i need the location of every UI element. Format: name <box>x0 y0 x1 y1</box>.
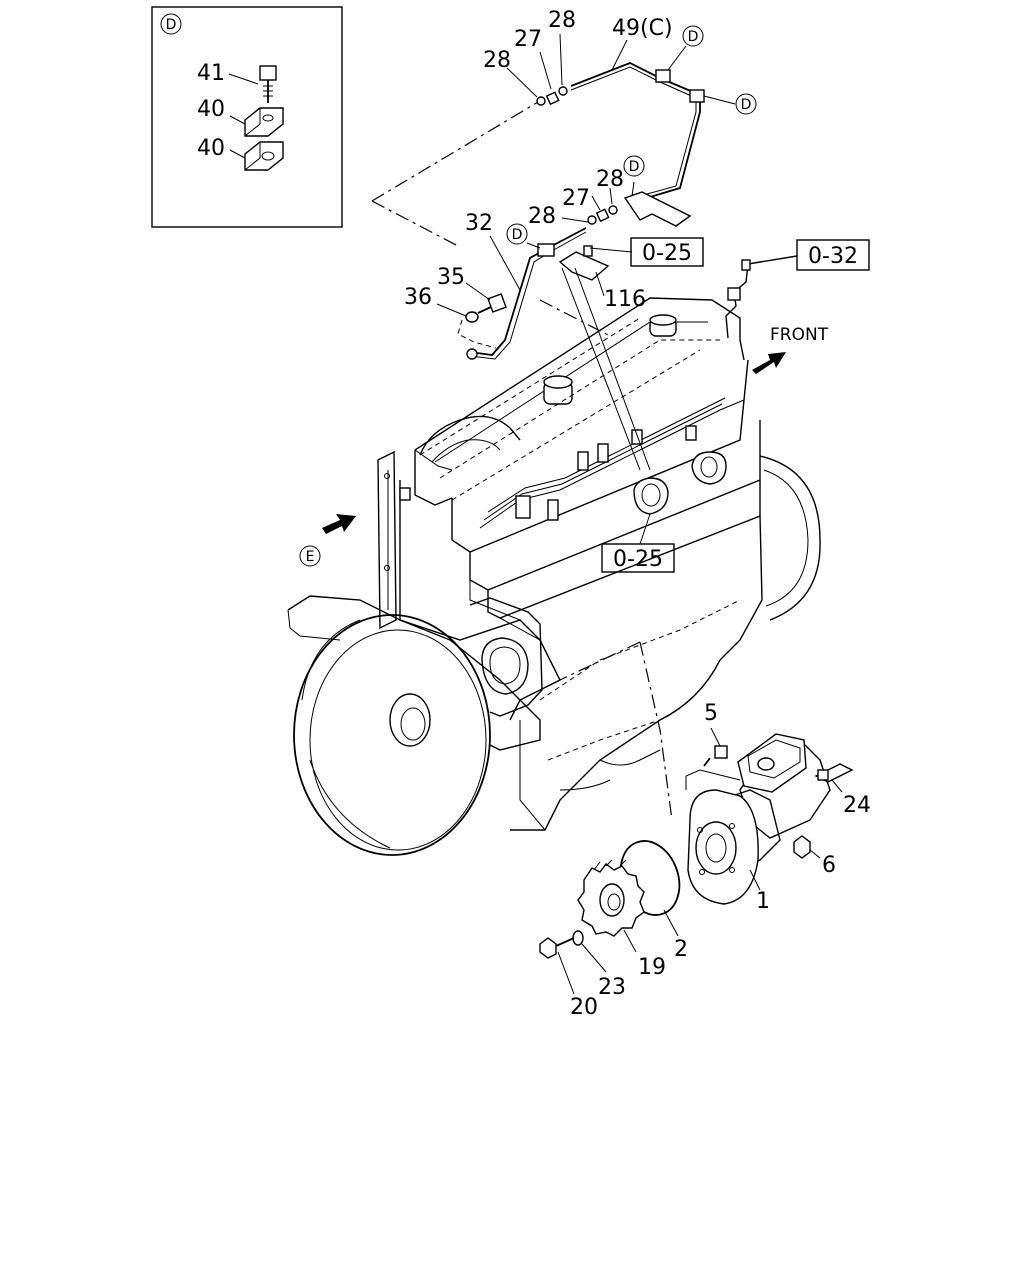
callout-40-lower: 40 <box>197 136 225 161</box>
ref-box-0-25-top: 0-25 <box>630 237 704 267</box>
clamp-40-lower <box>229 141 284 171</box>
callout-116: 116 <box>604 287 646 312</box>
air-compressor-group: 5 24 6 1 2 19 23 20 <box>539 701 871 1020</box>
clamp-40-upper <box>229 107 284 137</box>
callout-28-lower-left: 28 <box>528 204 556 229</box>
callout-5: 5 <box>704 701 718 726</box>
svg-text:D: D <box>688 29 699 45</box>
callout-28-lower-right: 28 <box>596 167 624 192</box>
callout-49c: 49(C) <box>612 16 673 41</box>
gear-19-part <box>577 859 645 953</box>
callout-28-upper-right: 28 <box>548 8 576 33</box>
front-direction-arrow: FRONT <box>752 325 829 374</box>
callout-32: 32 <box>465 211 493 236</box>
svg-text:0-25: 0-25 <box>642 241 692 266</box>
inset-badge-circle <box>160 13 182 35</box>
inset-badge-label: D <box>166 17 177 33</box>
callout-19: 19 <box>638 955 666 980</box>
callout-2: 2 <box>674 937 688 962</box>
circle-mark-d1: D <box>682 25 704 47</box>
bolt-35-washer-36 <box>436 282 507 349</box>
callout-20: 20 <box>570 995 598 1020</box>
front-label: FRONT <box>770 325 829 345</box>
callout-23: 23 <box>598 975 626 1000</box>
callout-36: 36 <box>404 285 432 310</box>
circle-mark-d3: D <box>623 155 645 177</box>
upper-pipe-assembly <box>371 33 736 360</box>
engine-block <box>287 267 821 856</box>
washer-23-part <box>572 930 607 973</box>
ref-box-0-32: 0-32 <box>725 239 870 339</box>
svg-text:D: D <box>629 159 640 175</box>
circle-mark-e: E <box>306 549 315 565</box>
inset-frame <box>151 6 343 228</box>
bolt-20-part <box>539 937 575 995</box>
svg-text:0-25: 0-25 <box>613 547 663 572</box>
callout-1: 1 <box>756 889 770 914</box>
view-arrow-e: E <box>299 514 356 567</box>
callout-28-upper-left: 28 <box>483 48 511 73</box>
callout-24: 24 <box>843 793 871 818</box>
circle-mark-d4: D <box>506 223 528 245</box>
bolt-5-part <box>703 727 728 767</box>
callout-35: 35 <box>437 265 465 290</box>
callout-27-upper: 27 <box>514 27 542 52</box>
callout-6: 6 <box>822 853 836 878</box>
circle-mark-d2: D <box>735 93 757 115</box>
svg-text:D: D <box>512 227 523 243</box>
inset-detail-d: D 41 40 40 <box>151 6 343 228</box>
callout-27-lower: 27 <box>562 186 590 211</box>
nut-6-part <box>793 835 821 859</box>
callout-40-upper: 40 <box>197 97 225 122</box>
callout-41: 41 <box>197 61 225 86</box>
fitting-24-part <box>814 763 854 793</box>
svg-text:0-32: 0-32 <box>808 244 858 269</box>
svg-text:D: D <box>741 97 752 113</box>
bolt-41-part <box>228 65 277 103</box>
